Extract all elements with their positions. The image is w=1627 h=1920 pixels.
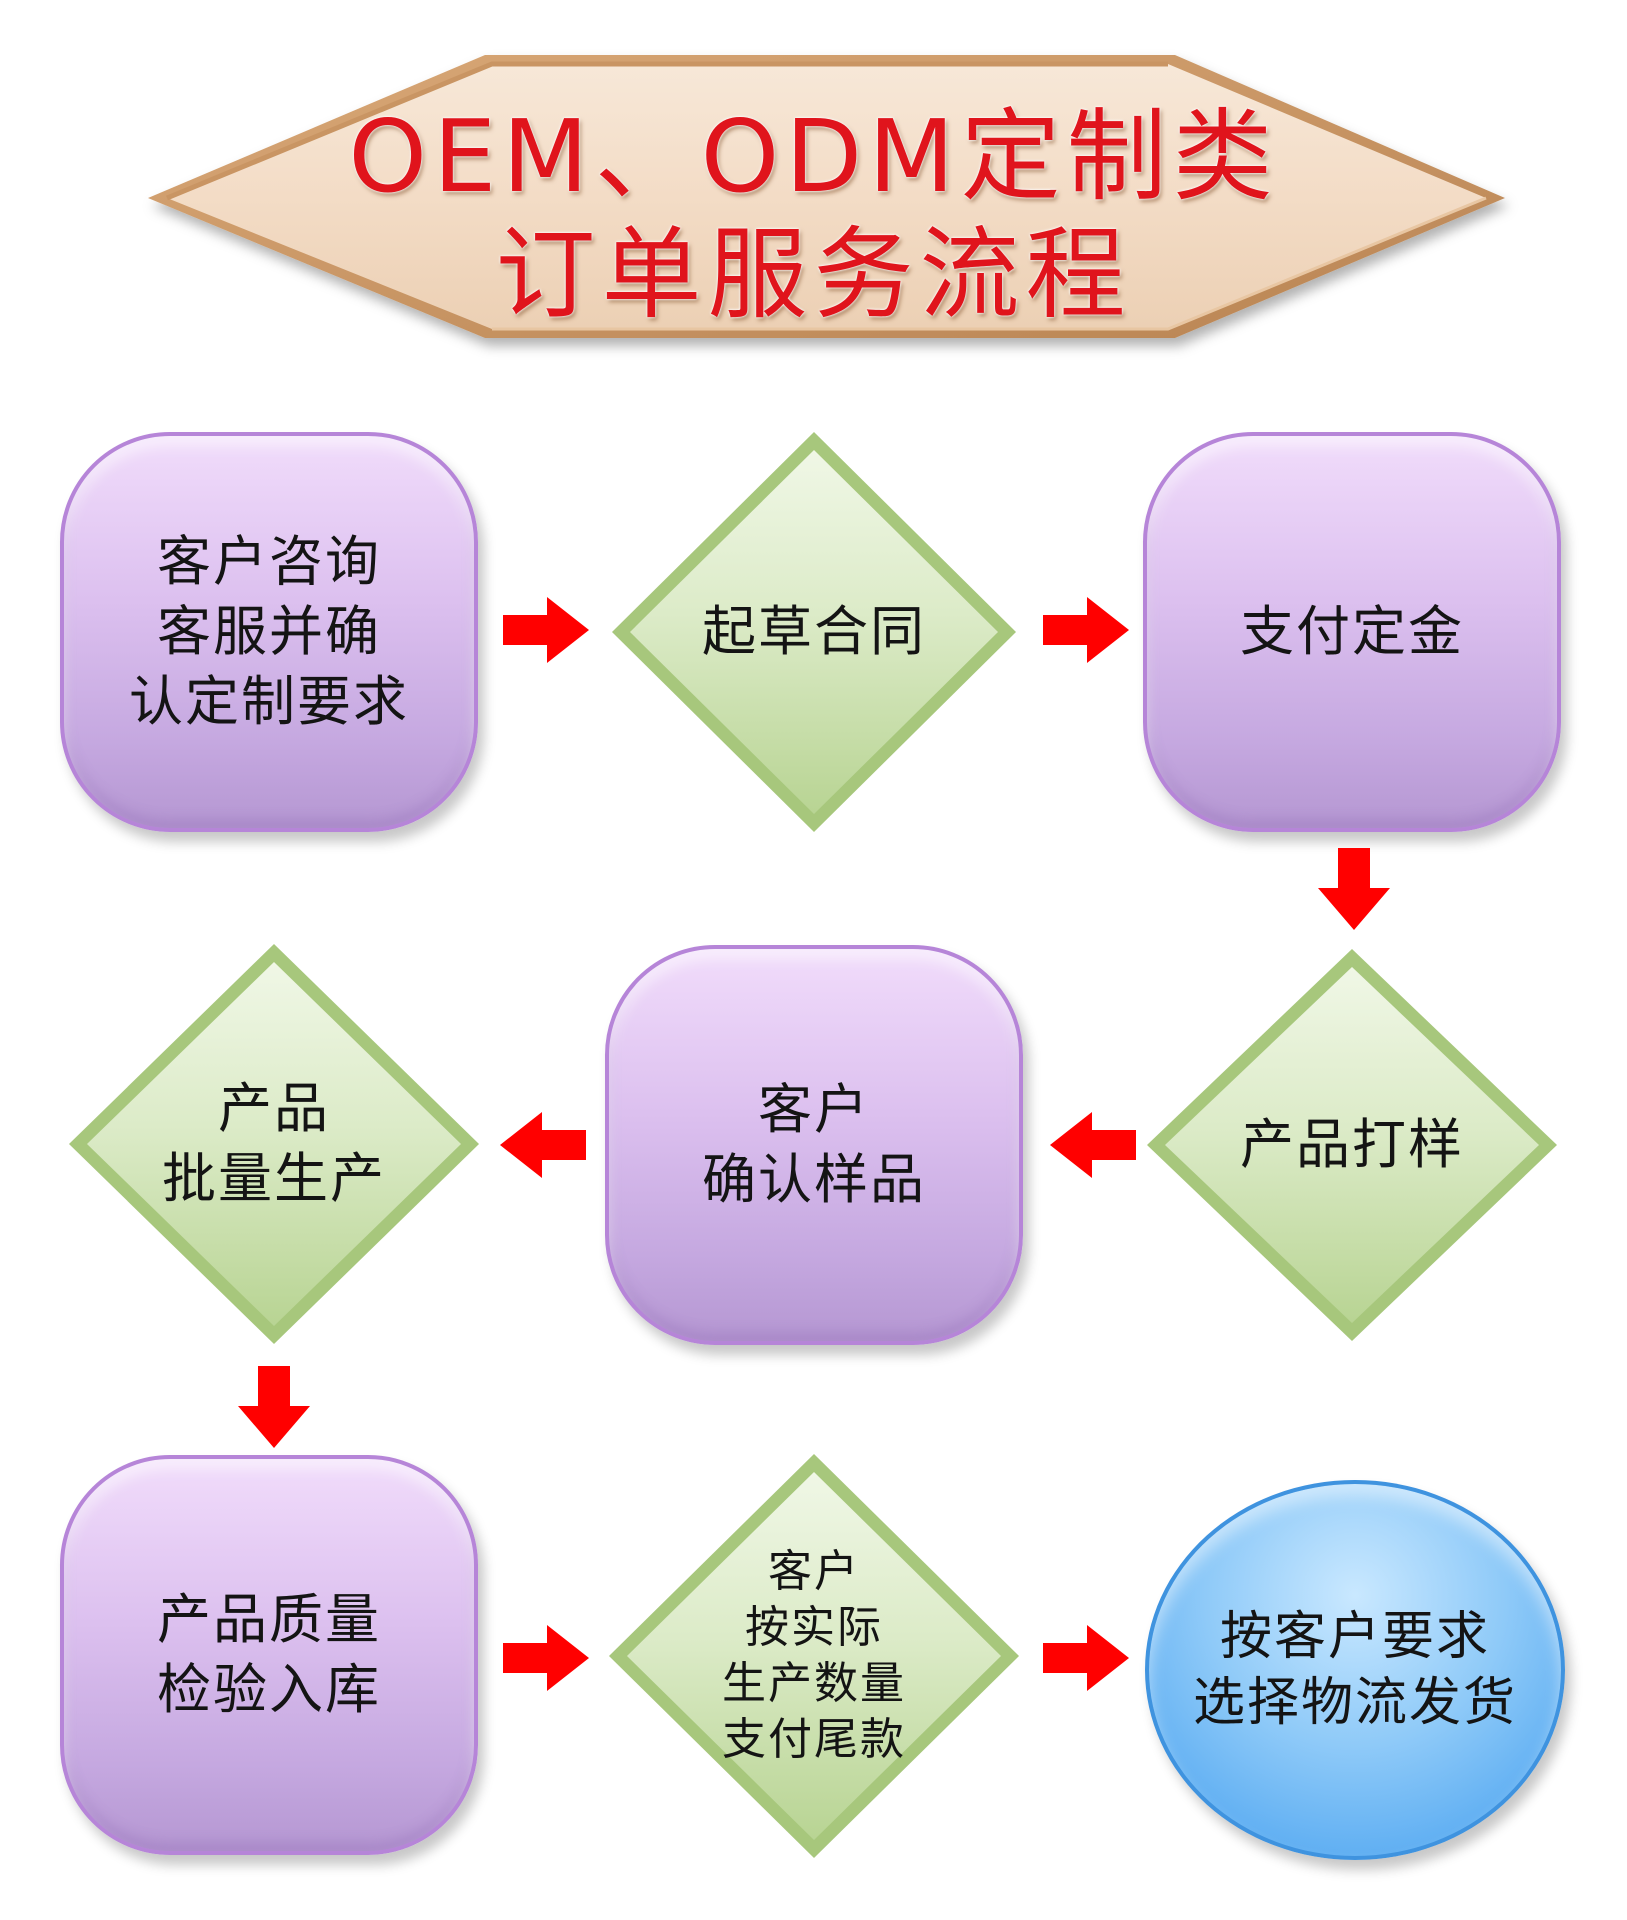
arrow-right-icon <box>503 597 589 663</box>
arrow-down-icon <box>1318 848 1390 930</box>
step-label: 起草合同 <box>702 600 926 663</box>
step-label: 按客户要求 选择物流发货 <box>1192 1607 1517 1733</box>
arrow-right-icon <box>1043 597 1129 663</box>
arrow-left-icon <box>500 1112 586 1178</box>
arrow-left-icon <box>1050 1112 1136 1178</box>
title-banner <box>148 55 1505 338</box>
diagram-title-line-1: OEM、ODM定制类 <box>348 98 1279 215</box>
diagram-title-line-2: 订单服务流程 <box>495 216 1132 333</box>
step-label: 产品质量 检验入库 <box>157 1588 381 1721</box>
step-label: 产品打样 <box>1240 1113 1464 1176</box>
step-label: 客户咨询 客服并确 认定制要求 <box>129 530 409 733</box>
step-mass-production: 产品 批量生产 <box>65 940 483 1348</box>
diamond-shape <box>609 1454 1019 1858</box>
step-label: 产品 批量生产 <box>162 1077 386 1210</box>
step-label: 客户 按实际 生产数量 支付尾款 <box>722 1546 906 1765</box>
step-pay-balance: 客户 按实际 生产数量 支付尾款 <box>605 1450 1023 1862</box>
step-logistics-shipping: 按客户要求 选择物流发货 <box>1145 1480 1565 1860</box>
arrow-right-icon <box>503 1625 589 1691</box>
diamond-shape <box>69 944 479 1344</box>
step-draft-contract: 起草合同 <box>608 428 1020 836</box>
diamond-shape <box>1147 949 1557 1341</box>
diamond-shape <box>612 432 1016 832</box>
step-product-sampling: 产品打样 <box>1143 945 1561 1345</box>
arrow-right-icon <box>1043 1625 1129 1691</box>
step-customer-inquiry: 客户咨询 客服并确 认定制要求 <box>60 432 478 832</box>
step-quality-inspection: 产品质量 检验入库 <box>60 1455 478 1855</box>
step-label: 客户 确认样品 <box>702 1078 926 1211</box>
arrow-down-icon <box>238 1366 310 1448</box>
step-pay-deposit: 支付定金 <box>1143 432 1561 832</box>
step-customer-confirm-sample: 客户 确认样品 <box>605 945 1023 1345</box>
step-label: 支付定金 <box>1240 600 1464 663</box>
